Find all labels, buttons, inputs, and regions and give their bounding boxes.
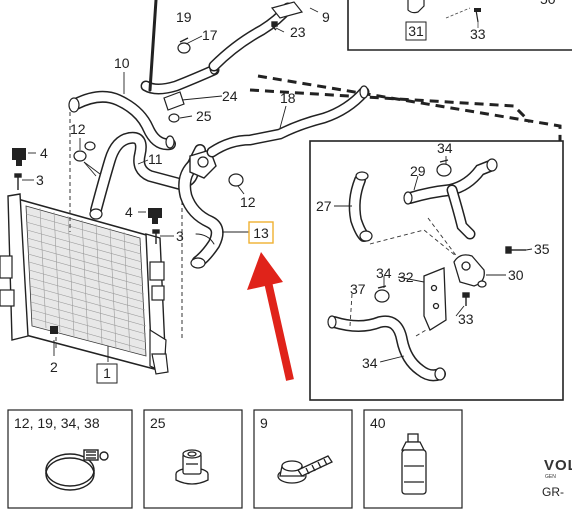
- brand-sub: GEN: [545, 474, 556, 480]
- callout-12-left: 12: [70, 121, 86, 137]
- callout-12-right: 12: [240, 194, 256, 210]
- radiator: [0, 193, 169, 375]
- brand-logo: VOL: [544, 457, 572, 474]
- callout-37: 37: [350, 281, 366, 297]
- svg-text:50: 50: [540, 0, 556, 7]
- callout-11: 11: [148, 151, 163, 167]
- hose-34: [327, 315, 446, 382]
- callout-31-box: [405, 21, 427, 41]
- clamp-19: [177, 37, 191, 54]
- flange-bolt-icon: [277, 455, 333, 484]
- callout-1-group: 1: [96, 363, 118, 384]
- callout-4-lower: 4: [125, 204, 133, 220]
- clamp-34-lower: [374, 285, 390, 303]
- callout-25: 25: [196, 108, 212, 124]
- callout-27: 27: [316, 198, 332, 214]
- hose-10: [68, 90, 176, 151]
- callout-24: 24: [222, 88, 238, 104]
- callout-30: 30: [508, 267, 524, 283]
- callouts-main: 4 3 4 3 19 17 23 9 10 24 25 18 12 11 12 …: [36, 9, 330, 375]
- clamp-12-right: [228, 173, 244, 187]
- callout-2: 2: [50, 359, 58, 375]
- grommet-icon: [175, 449, 209, 485]
- callout-19: 19: [176, 9, 192, 25]
- callout-31: 31: [408, 23, 424, 39]
- hose-top-9: [148, 0, 304, 92]
- parts-cell-bolt: [253, 409, 353, 509]
- parts-label-bottle: 40: [370, 415, 386, 431]
- callout-33-right: 33: [458, 311, 474, 327]
- callout-29: 29: [410, 163, 426, 179]
- callout-13: 13: [253, 225, 269, 241]
- inset-top-content: 31 33 50: [405, 0, 556, 42]
- drain-plug-2: [50, 326, 58, 334]
- callout-3-lower: 3: [176, 228, 184, 244]
- coolant-pipe-30: [453, 254, 487, 288]
- callout-13-highlight: 13: [248, 221, 274, 244]
- parts-label-bolt: 9: [260, 415, 268, 431]
- clamp-34-upper: [436, 159, 452, 177]
- hose-clamp-icon: [45, 449, 109, 491]
- callout-3-upper: 3: [36, 172, 44, 188]
- leader-lines: [22, 7, 319, 362]
- callout-23: 23: [290, 24, 306, 40]
- thermostat-housing: [189, 149, 217, 179]
- bracket-24: [163, 91, 185, 111]
- callout-4-upper: 4: [40, 145, 48, 161]
- callouts-right: 27 34 29 35 30 34 32 37 33 34: [316, 140, 550, 371]
- red-arrow: [247, 252, 294, 381]
- parts-label-grommet: 25: [150, 415, 166, 431]
- parts-label-clamps: 12, 19, 34, 38: [14, 415, 100, 431]
- callout-34-upper: 34: [437, 140, 453, 156]
- callout-33-top: 33: [470, 26, 486, 42]
- hose-27: [348, 171, 373, 242]
- bolt-35: [505, 246, 526, 254]
- callout-34-lower: 34: [362, 355, 378, 371]
- callout-10: 10: [114, 55, 130, 71]
- callout-18: 18: [280, 90, 296, 106]
- bracket-32: [423, 267, 447, 331]
- sensor-4-lower: [148, 208, 162, 224]
- leader-lines-right: [334, 156, 533, 363]
- reference-code: GR-: [542, 485, 564, 499]
- bolt-33-right: [462, 292, 470, 306]
- bolt-23: [271, 21, 278, 31]
- inset-box-top: [347, 0, 572, 51]
- callout-17: 17: [202, 27, 218, 43]
- clamp-12-left: [73, 141, 96, 162]
- hose-13: [178, 153, 224, 269]
- callout-35: 35: [534, 241, 550, 257]
- callout-1: 1: [103, 365, 111, 381]
- screw-3-upper: [14, 173, 22, 190]
- coolant-bottle-icon: [400, 433, 427, 495]
- sensor-4-upper: [12, 148, 26, 166]
- brand-block: VOL GEN GR-: [542, 457, 572, 499]
- parts-cell-clamps: [7, 409, 133, 509]
- hose-18: [206, 85, 370, 158]
- hose-17: [140, 61, 220, 95]
- screw-3-lower: [152, 229, 160, 244]
- callout-34-mid: 34: [376, 265, 392, 281]
- hose-29: [403, 158, 498, 240]
- leader-dashed-right: [349, 217, 459, 337]
- callout-9: 9: [322, 9, 330, 25]
- callout-32: 32: [398, 269, 414, 285]
- grommet-25: [168, 113, 180, 123]
- parts-table: 12, 19, 34, 38 25 9 40: [7, 409, 463, 509]
